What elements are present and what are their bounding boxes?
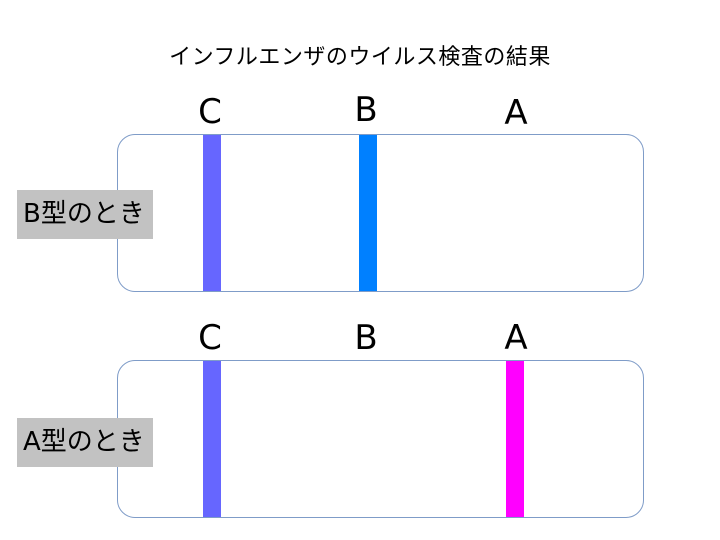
diagram-title: インフルエンザのウイルス検査の結果 <box>169 45 551 70</box>
control-band <box>203 361 221 517</box>
line-label-c-bottom: C <box>198 318 222 358</box>
line-label-b-bottom: B <box>354 318 378 358</box>
control-band <box>203 135 221 291</box>
line-label-b-top: B <box>354 90 378 130</box>
line-label-a-bottom: A <box>504 318 528 358</box>
case-label-type-b: B型のとき <box>17 190 153 239</box>
line-label-c-top: C <box>198 92 222 132</box>
case-label-type-a: A型のとき <box>17 418 153 467</box>
test-strip-type-a <box>117 360 644 518</box>
line-label-a-top: A <box>504 93 528 133</box>
a-band <box>506 361 524 517</box>
test-strip-type-b <box>117 134 644 292</box>
b-band <box>359 135 377 291</box>
